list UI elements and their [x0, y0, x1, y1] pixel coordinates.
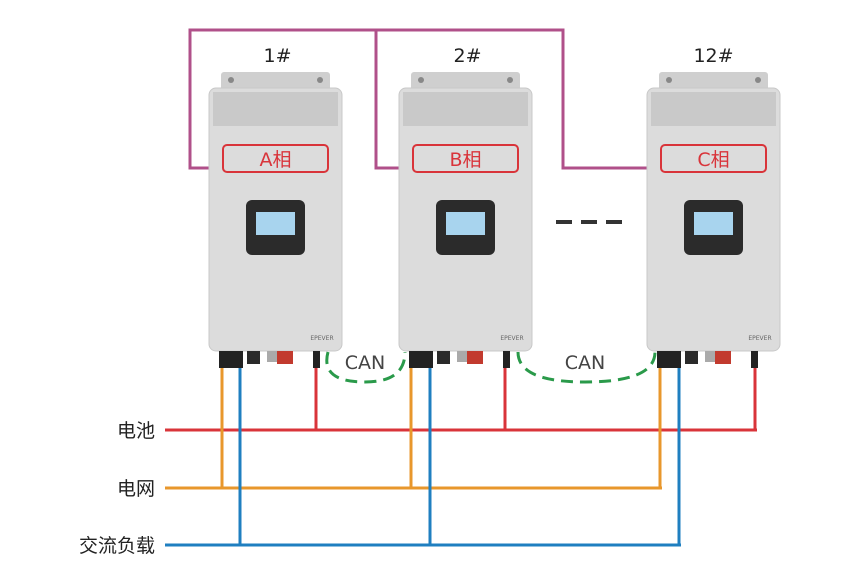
phase-sync-line [188, 28, 647, 170]
inverter-unit: B相 EPEVER 2# [398, 45, 533, 368]
brand-logo: EPEVER [748, 335, 771, 342]
lcd-screen [446, 212, 485, 235]
can-label: CAN [565, 352, 605, 374]
inverter-unit: C相 EPEVER 12# [646, 45, 781, 368]
phase-label: B相 [449, 149, 481, 171]
ac-terminal [657, 351, 681, 368]
phase-box [660, 144, 767, 173]
load-bus [165, 368, 681, 547]
mounting-bracket [411, 72, 520, 92]
terminal [247, 351, 260, 364]
unit-number: 1# [263, 45, 291, 67]
battery-terminal [715, 351, 731, 364]
can-links [325, 351, 657, 384]
unit-number: 2# [453, 45, 481, 67]
load-label: 交流负载 [79, 535, 155, 557]
vent-grille [213, 92, 338, 126]
ac-terminal [409, 351, 433, 368]
unit-number: 12# [693, 45, 733, 67]
ac-terminal [219, 351, 243, 368]
vent-grille [651, 92, 776, 126]
grid-label: 电网 [117, 478, 155, 500]
battery-terminal [467, 351, 483, 364]
phase-box [222, 144, 329, 173]
phase-label: C相 [697, 149, 729, 171]
phase-label: A相 [260, 149, 292, 171]
pv-connector [503, 351, 510, 368]
mounting-bracket [221, 72, 330, 92]
battery-bus [165, 368, 757, 432]
mounting-bracket [659, 72, 768, 92]
terminal [437, 351, 450, 364]
inverter-unit: A相 EPEVER 1# [208, 45, 343, 368]
battery-label: 电池 [117, 420, 155, 442]
lcd-screen [694, 212, 733, 235]
pv-connector [751, 351, 758, 368]
vent-grille [403, 92, 528, 126]
phase-box [412, 144, 519, 173]
brand-logo: EPEVER [500, 335, 523, 342]
lcd-screen [256, 212, 295, 235]
terminal [685, 351, 698, 364]
can-label: CAN [345, 352, 385, 374]
battery-terminal [277, 351, 293, 364]
brand-logo: EPEVER [310, 335, 333, 342]
grid-bus [165, 368, 662, 490]
pv-connector [313, 351, 320, 368]
